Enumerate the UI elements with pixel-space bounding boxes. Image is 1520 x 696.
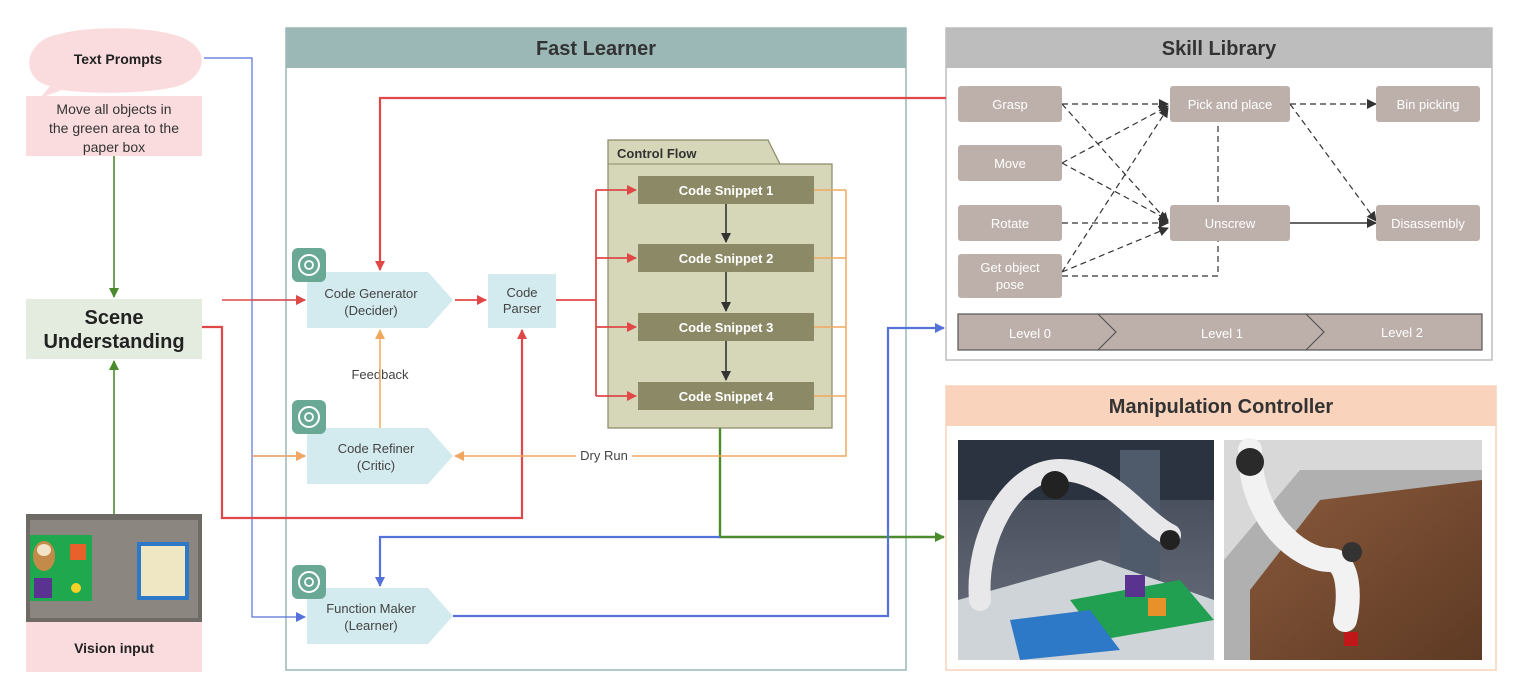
skill-dependency-arrows xyxy=(1061,99,1377,277)
code-generator-box: Code Generator (Decider) xyxy=(307,272,453,328)
text-prompt-line-1: Move all objects in xyxy=(56,101,171,117)
function-maker-line-2: (Learner) xyxy=(344,618,397,633)
vision-input-label: Vision input xyxy=(74,640,154,656)
text-prompts-label: Text Prompts xyxy=(74,51,163,67)
fast-learner-panel: Fast Learner xyxy=(285,27,907,671)
vision-input-image xyxy=(26,514,202,622)
text-prompt-line-2: the green area to the xyxy=(49,120,179,136)
skill-unscrew-label: Unscrew xyxy=(1205,216,1256,231)
level-1-label: Level 1 xyxy=(1201,326,1243,341)
text-prompts-group: Text Prompts Move all objects in the gre… xyxy=(26,28,202,156)
code-snippet-4-label: Code Snippet 4 xyxy=(679,389,774,404)
skill-bin-picking: Bin picking xyxy=(1376,86,1480,122)
skill-grasp-label: Grasp xyxy=(992,97,1027,112)
skill-library-title: Skill Library xyxy=(1162,38,1277,60)
code-snippet-3: Code Snippet 3 xyxy=(638,313,814,341)
manipulation-controller-title: Manipulation Controller xyxy=(1109,396,1334,418)
level-bar: Level 0 Level 1 Level 2 xyxy=(957,313,1483,351)
sim-robot-image xyxy=(1224,438,1482,660)
code-snippet-1: Code Snippet 1 xyxy=(638,176,814,204)
llm-icon xyxy=(292,248,326,282)
code-snippet-1-label: Code Snippet 1 xyxy=(679,183,774,198)
skill-disassembly-label: Disassembly xyxy=(1391,216,1465,231)
skill-unscrew: Unscrew xyxy=(1170,205,1290,241)
control-flow-title: Control Flow xyxy=(617,146,697,161)
code-refiner-line-2: (Critic) xyxy=(357,458,395,473)
text-prompt-box xyxy=(26,96,202,156)
function-maker-to-skill-library-arrow xyxy=(453,323,945,618)
skill-pick-and-place-label: Pick and place xyxy=(1188,97,1273,112)
skill-pick-and-place: Pick and place xyxy=(1170,86,1290,122)
code-refiner-box: Code Refiner (Critic) xyxy=(307,428,453,484)
skill-disassembly: Disassembly xyxy=(1376,205,1480,241)
skill-library-to-generator-arrow xyxy=(375,96,946,271)
code-snippet-4: Code Snippet 4 xyxy=(638,382,814,410)
skill-bin-picking-label: Bin picking xyxy=(1397,97,1460,112)
code-snippet-2: Code Snippet 2 xyxy=(638,244,814,272)
vision-input-label-box xyxy=(26,620,202,672)
skill-library-panel: Skill Library xyxy=(945,27,1493,361)
dry-run-label-group: Dry Run xyxy=(576,448,632,464)
function-maker-line-1: Function Maker xyxy=(326,601,416,616)
function-maker-box: Function Maker (Learner) xyxy=(307,588,453,644)
dry-run-label: Dry Run xyxy=(580,448,628,463)
skill-move-label: Move xyxy=(994,156,1026,171)
llm-icon xyxy=(292,565,326,599)
control-flow-folder: Control Flow xyxy=(607,139,833,429)
code-parser-line-2: Parser xyxy=(503,301,542,316)
vision-input-group: Vision input xyxy=(26,514,202,672)
code-generator-line-2: (Decider) xyxy=(344,303,397,318)
control-flow-to-manipulation-arrow xyxy=(718,428,945,542)
text-prompts-bubble xyxy=(29,28,202,98)
llm-icon xyxy=(292,400,326,434)
level-2-label: Level 2 xyxy=(1381,325,1423,340)
code-snippet-2-label: Code Snippet 2 xyxy=(679,251,774,266)
code-parser-line-1: Code xyxy=(506,285,537,300)
text-prompt-distribution-lines xyxy=(204,57,306,622)
text-prompt-line-3: paper box xyxy=(83,139,145,155)
skill-move: Move xyxy=(958,145,1062,181)
skill-grasp: Grasp xyxy=(958,86,1062,122)
scene-understanding-line-1: Scene xyxy=(85,307,144,329)
skill-rotate-label: Rotate xyxy=(991,216,1029,231)
skill-rotate: Rotate xyxy=(958,205,1062,241)
code-generator-line-1: Code Generator xyxy=(324,286,418,301)
scene-understanding-line-2: Understanding xyxy=(43,331,184,353)
scene-to-parser-arrow xyxy=(202,325,527,520)
manipulation-controller-panel: Manipulation Controller xyxy=(945,385,1497,671)
code-snippet-3-label: Code Snippet 3 xyxy=(679,320,774,335)
code-refiner-line-1: Code Refiner xyxy=(338,441,415,456)
parser-to-snippets-arrows xyxy=(556,185,637,401)
execution-to-function-maker-arrow xyxy=(375,535,720,587)
scene-understanding-box: Scene Understanding xyxy=(26,299,202,359)
level-0-label: Level 0 xyxy=(1009,326,1051,341)
fast-learner-title: Fast Learner xyxy=(536,38,656,60)
real-robot-image xyxy=(958,440,1214,660)
code-parser-box: Code Parser xyxy=(488,274,556,328)
